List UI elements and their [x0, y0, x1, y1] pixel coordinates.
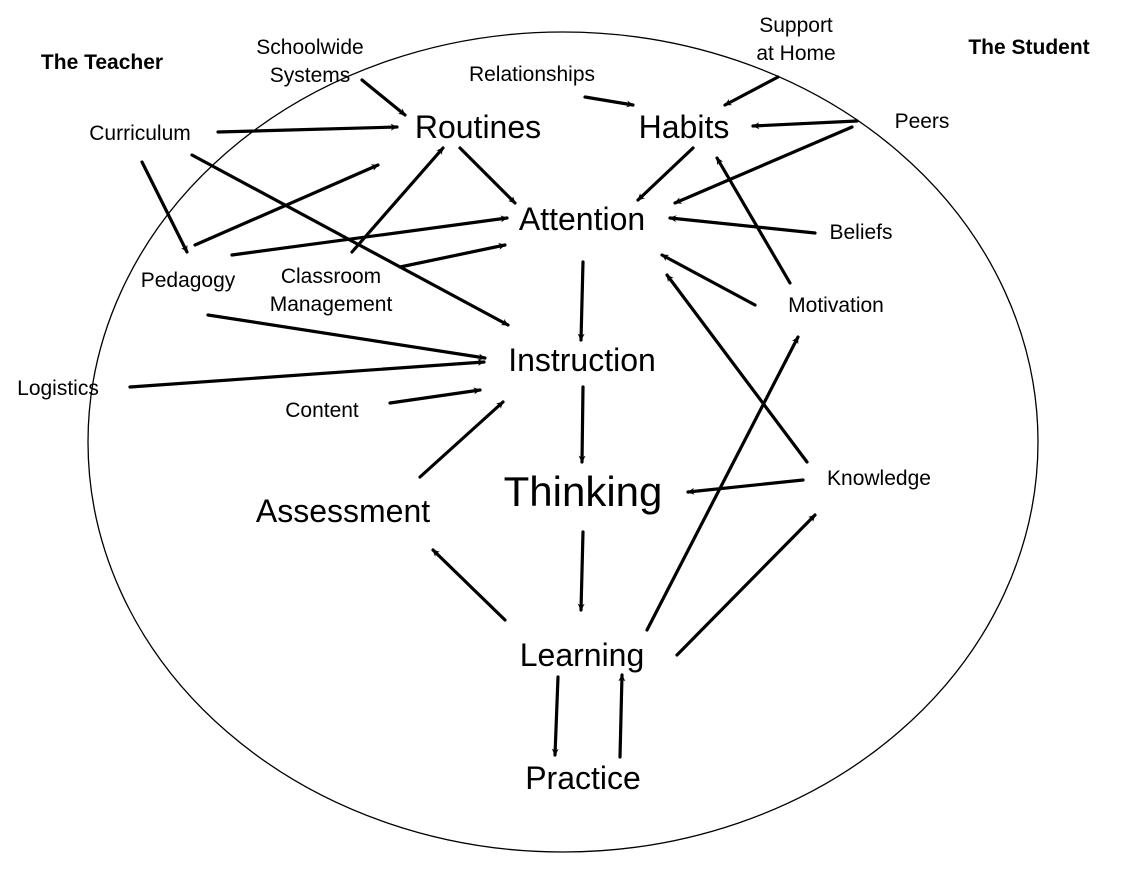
edge-logistics-instruction [128, 358, 486, 389]
node-schoolwide-systems-line2: Systems [270, 64, 351, 87]
node-instruction: Instruction [508, 342, 656, 378]
node-classroom-management-line1: Classroom [281, 265, 381, 288]
edge-peers-habits [751, 119, 859, 130]
boundary-ellipse [87, 31, 1039, 853]
edge-motivation-habits [715, 156, 792, 285]
node-routines: Routines [415, 109, 541, 145]
edge-support-habits [723, 75, 780, 107]
edge-peers-attention [673, 125, 854, 205]
node-support-at-home-line2: at Home [756, 42, 835, 65]
edge-beliefs-attention [668, 215, 817, 235]
edge-knowledge-thinking [686, 478, 805, 495]
node-content: Content [285, 399, 359, 422]
edge-classroom-attention [398, 242, 507, 269]
edge-pedagogy-instruction [206, 313, 487, 361]
node-practice: Practice [525, 760, 641, 796]
edge-attention-instruction [577, 260, 585, 342]
edge-habits-attention [636, 146, 695, 202]
edge-learning-assessment [431, 548, 507, 622]
node-peers: Peers [895, 110, 950, 133]
node-schoolwide-systems-line1: Schoolwide [256, 36, 363, 59]
node-knowledge: Knowledge [827, 467, 931, 490]
edge-pedagogy-attention [230, 215, 509, 257]
edge-curriculum-routines [216, 123, 399, 134]
node-relationships: Relationships [469, 63, 595, 86]
edge-learning-practice [551, 675, 560, 757]
edge-content-instruction [388, 387, 482, 405]
edge-instruction-thinking [578, 385, 586, 464]
edge-pedagogy-routines [193, 163, 380, 247]
student-header: The Student [968, 36, 1089, 59]
edge-learning-knowledge [675, 513, 817, 657]
node-habits: Habits [639, 109, 730, 145]
edge-curriculum-pedagogy [140, 160, 189, 254]
edge-schoolwide-routines [360, 78, 407, 117]
teacher-header: The Teacher [41, 51, 163, 74]
node-logistics: Logistics [17, 377, 99, 400]
node-support-at-home-line1: Support [759, 14, 833, 37]
edge-routines-attention [458, 146, 517, 205]
node-motivation: Motivation [788, 294, 884, 317]
edge-group [128, 75, 859, 759]
node-attention: Attention [519, 201, 645, 237]
edge-relationships-habits [583, 95, 635, 108]
node-assessment: Assessment [256, 493, 430, 529]
node-classroom-management-line2: Management [270, 293, 393, 316]
node-thinking: Thinking [504, 468, 663, 515]
edge-motivation-attention [660, 253, 757, 307]
edge-thinking-learning [577, 530, 585, 612]
edge-classroom-routines [350, 146, 445, 254]
edge-knowledge-attention [665, 273, 809, 464]
node-pedagogy: Pedagogy [141, 269, 236, 292]
node-beliefs: Beliefs [829, 221, 892, 244]
edge-assessment-instruction [418, 400, 505, 479]
edge-learning-motivation [645, 335, 800, 632]
edge-practice-learning [618, 673, 626, 759]
node-learning: Learning [520, 637, 645, 673]
node-curriculum: Curriculum [89, 122, 191, 145]
